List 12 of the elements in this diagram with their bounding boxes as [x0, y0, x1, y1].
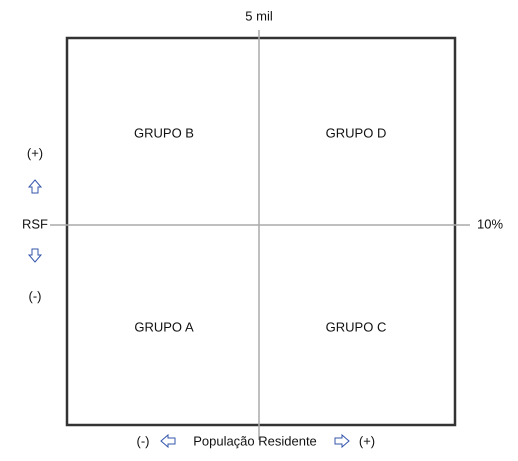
axis-sign-label: (-) [136, 434, 150, 448]
axis-title: RSF [22, 216, 48, 232]
axis-title: População Residente [193, 434, 317, 448]
axis-threshold-label: 5 mil [245, 8, 273, 24]
axis-sign-label: (+) [26, 146, 44, 160]
quadrant-label: GRUPO B [134, 126, 194, 140]
axis-threshold-label: 10% [476, 216, 504, 232]
axis-sign-label: (+) [358, 434, 376, 448]
quadrant-label: GRUPO D [326, 126, 386, 140]
axis-sign-label: (-) [28, 288, 42, 304]
quadrant-label: GRUPO C [326, 320, 386, 334]
quadrant-label: GRUPO A [134, 320, 194, 334]
